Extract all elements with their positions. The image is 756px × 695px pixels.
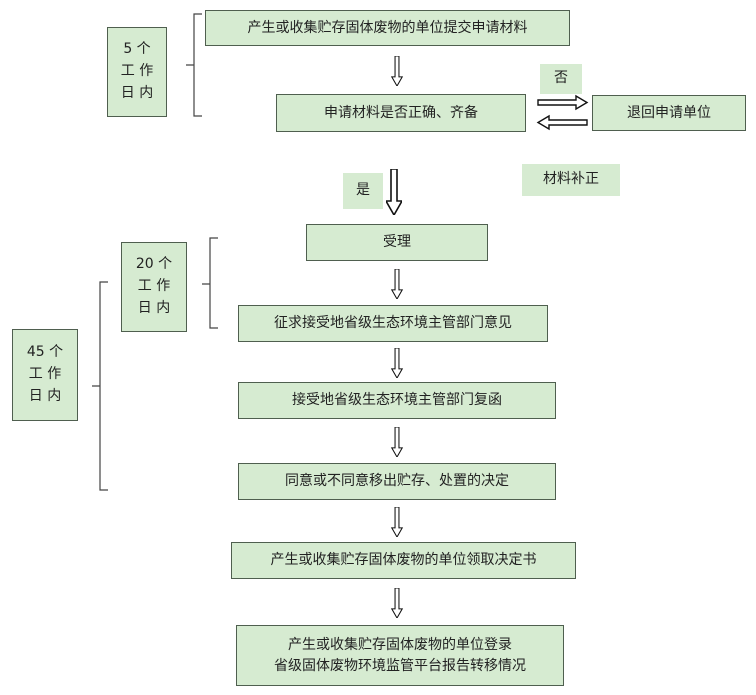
- label-supplement: 材料补正: [522, 164, 620, 196]
- time-limit-20-days: 20 个 工 作 日 内: [121, 242, 187, 332]
- time-limit-5-days: 5 个 工 作 日 内: [107, 27, 167, 117]
- step-check-materials: 申请材料是否正确、齐备: [276, 94, 526, 132]
- bracket-45-days: [92, 281, 108, 491]
- step-collect-decision: 产生或收集贮存固体废物的单位领取决定书: [231, 542, 576, 579]
- time-limit-5-line1: 5 个: [123, 41, 151, 58]
- step-report-transfer: 产生或收集贮存固体废物的单位登录 省级固体废物环境监管平台报告转移情况: [236, 625, 564, 686]
- arrow-down-3: [390, 348, 404, 378]
- step-check-materials-text: 申请材料是否正确、齐备: [324, 104, 478, 121]
- arrow-down-1: [390, 56, 404, 86]
- arrow-down-yes: [386, 169, 402, 215]
- step-solicit-opinion-text: 征求接受地省级生态环境主管部门意见: [274, 315, 512, 332]
- time-limit-45-line2: 工 作: [28, 366, 62, 383]
- label-yes: 是: [343, 173, 383, 209]
- time-limit-5-line3: 日 内: [120, 84, 154, 101]
- step-submit-application: 产生或收集贮存固体废物的单位提交申请材料: [205, 10, 570, 46]
- time-limit-45-line1: 45 个: [26, 344, 64, 361]
- label-yes-text: 是: [356, 182, 370, 199]
- time-limit-20-line2: 工 作: [137, 278, 171, 295]
- arrow-down-4: [390, 427, 404, 457]
- time-limit-5-line2: 工 作: [120, 63, 154, 80]
- label-supplement-text: 材料补正: [543, 171, 599, 188]
- step-accept: 受理: [306, 224, 488, 261]
- step-collect-decision-text: 产生或收集贮存固体废物的单位领取决定书: [270, 552, 537, 569]
- time-limit-45-days: 45 个 工 作 日 内: [12, 329, 78, 421]
- step-report-transfer-text-line1: 产生或收集贮存固体废物的单位登录: [288, 637, 512, 654]
- step-report-transfer-text-line2: 省级固体废物环境监管平台报告转移情况: [274, 657, 526, 674]
- label-no: 否: [540, 64, 582, 94]
- step-decision: 同意或不同意移出贮存、处置的决定: [238, 463, 556, 500]
- step-reply-letter: 接受地省级生态环境主管部门复函: [238, 382, 556, 419]
- label-no-text: 否: [554, 70, 568, 87]
- step-return-applicant-text: 退回申请单位: [627, 104, 711, 121]
- arrow-left-from-return: [536, 114, 588, 131]
- time-limit-20-line1: 20 个: [135, 256, 173, 273]
- arrow-right-to-return: [537, 94, 589, 111]
- step-submit-application-text: 产生或收集贮存固体废物的单位提交申请材料: [247, 19, 528, 36]
- step-decision-text: 同意或不同意移出贮存、处置的决定: [285, 473, 509, 490]
- arrow-down-6: [390, 588, 404, 618]
- time-limit-20-line3: 日 内: [137, 299, 171, 316]
- step-return-applicant: 退回申请单位: [592, 95, 746, 131]
- bracket-5-days: [186, 13, 202, 117]
- bracket-20-days: [202, 237, 218, 329]
- step-reply-letter-text: 接受地省级生态环境主管部门复函: [292, 392, 502, 409]
- time-limit-45-line3: 日 内: [28, 387, 62, 404]
- step-solicit-opinion: 征求接受地省级生态环境主管部门意见: [238, 305, 548, 342]
- arrow-down-2: [390, 269, 404, 299]
- step-accept-text: 受理: [383, 234, 411, 251]
- arrow-down-5: [390, 507, 404, 537]
